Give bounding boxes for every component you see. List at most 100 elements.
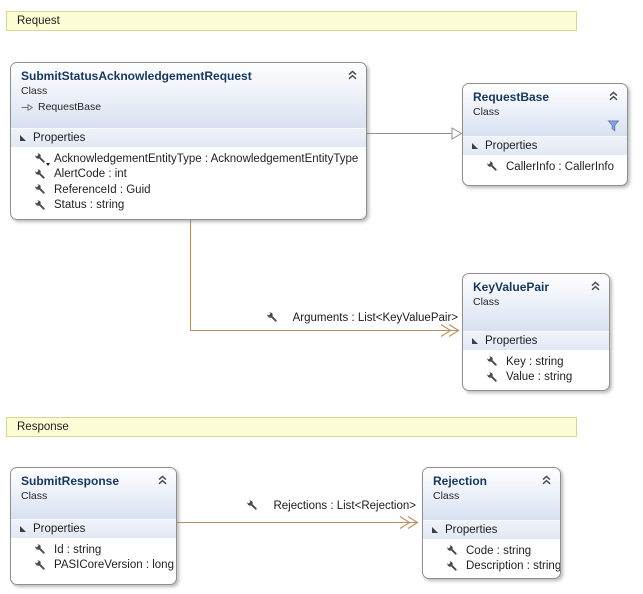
- collapse-chevron-icon[interactable]: [157, 475, 168, 485]
- section-label: Properties: [485, 335, 538, 347]
- class-box-submit-status-acknowledgement-request[interactable]: SubmitStatusAcknowledgementRequest Class…: [10, 62, 367, 220]
- inherits-arrow-icon: [21, 103, 33, 111]
- class-title: SubmitStatusAcknowledgementRequest: [21, 69, 252, 83]
- association-arrowhead-icon: [448, 324, 460, 337]
- class-stereotype: Class: [473, 106, 500, 118]
- association-arrowhead-icon: [399, 516, 411, 529]
- association-arrowhead-icon: [440, 324, 452, 337]
- collapse-chevron-icon[interactable]: [541, 475, 552, 485]
- wrench-icon: [34, 198, 47, 212]
- collapse-chevron-icon[interactable]: [590, 281, 601, 291]
- wrench-icon: [34, 543, 47, 556]
- property-member[interactable]: ReferenceId : Guid: [11, 182, 366, 198]
- filter-icon[interactable]: [607, 120, 620, 132]
- property-member[interactable]: Id : string: [11, 542, 176, 558]
- association-label-rejections[interactable]: Rejections : List<Rejection>: [246, 499, 416, 512]
- expander-icon: [20, 135, 26, 141]
- class-stereotype: Class: [473, 296, 500, 308]
- association-arrowhead-icon: [407, 516, 419, 529]
- inheritance-connector[interactable]: [367, 127, 463, 140]
- property-text: AcknowledgementEntityType : Acknowledgem…: [54, 152, 359, 165]
- property-member[interactable]: PASICoreVersion : long: [11, 558, 176, 574]
- class-title: SubmitResponse: [21, 474, 120, 488]
- members-list: CallerInfo : CallerInfo: [463, 155, 627, 175]
- request-section-banner[interactable]: Request: [6, 11, 577, 31]
- wrench-icon: [486, 370, 499, 384]
- response-section-label: Response: [17, 421, 69, 433]
- section-label: Properties: [33, 132, 86, 144]
- request-section-label: Request: [17, 15, 60, 27]
- property-member[interactable]: Description : string: [423, 559, 560, 575]
- class-box-rejection[interactable]: Rejection Class Properties Code : string…: [422, 467, 561, 579]
- property-text: Status : string: [54, 199, 125, 212]
- association-label-text: Rejections : List<Rejection>: [273, 499, 416, 512]
- property-member[interactable]: Code : string: [423, 543, 560, 559]
- wrench-icon: [486, 355, 499, 368]
- section-label: Properties: [445, 524, 498, 536]
- association-rejections-connector[interactable]: [176, 516, 419, 529]
- property-member[interactable]: AcknowledgementEntityType : Acknowledgem…: [11, 151, 366, 167]
- property-text: Id : string: [54, 543, 102, 556]
- members-list: Code : string Description : string: [423, 539, 560, 574]
- class-header[interactable]: Rejection Class: [423, 468, 560, 520]
- wrench-icon: [34, 167, 47, 181]
- class-stereotype: Class: [21, 490, 48, 502]
- class-title: Rejection: [433, 474, 488, 488]
- wrench-icon: [446, 544, 459, 557]
- class-box-submit-response[interactable]: SubmitResponse Class Properties Id : str…: [10, 467, 177, 585]
- members-list: AcknowledgementEntityType : Acknowledgem…: [11, 147, 366, 213]
- class-header[interactable]: SubmitStatusAcknowledgementRequest Class…: [11, 63, 366, 128]
- expander-icon: [472, 143, 478, 149]
- class-header[interactable]: KeyValuePair Class: [463, 274, 609, 331]
- property-text: Description : string: [466, 560, 561, 573]
- inheritance-arrowhead-icon: [451, 127, 463, 140]
- wrench-icon: [34, 152, 50, 167]
- association-label-text: Arguments : List<KeyValuePair>: [292, 311, 458, 324]
- class-title: RequestBase: [473, 90, 550, 104]
- response-section-banner[interactable]: Response: [6, 417, 577, 437]
- members-list: Key : string Value : string: [463, 350, 609, 385]
- wrench-icon: [34, 183, 47, 196]
- section-label: Properties: [33, 523, 86, 535]
- class-title: KeyValuePair: [473, 280, 550, 294]
- property-text: AlertCode : int: [54, 168, 127, 181]
- collapse-chevron-icon[interactable]: [608, 91, 619, 101]
- properties-section-header[interactable]: Properties: [463, 331, 609, 350]
- properties-section-header[interactable]: Properties: [423, 520, 560, 539]
- base-type-row[interactable]: RequestBase: [21, 101, 358, 113]
- base-type-label: RequestBase: [38, 101, 102, 113]
- property-member[interactable]: Key : string: [463, 354, 609, 370]
- collapse-chevron-icon[interactable]: [347, 70, 358, 80]
- class-stereotype: Class: [21, 85, 48, 97]
- wrench-icon: [265, 311, 279, 324]
- class-box-key-value-pair[interactable]: KeyValuePair Class Properties Key : stri…: [462, 273, 610, 391]
- class-header[interactable]: RequestBase Class: [463, 84, 627, 136]
- wrench-icon: [446, 559, 459, 573]
- properties-section-header[interactable]: Properties: [11, 128, 366, 147]
- property-text: CallerInfo : CallerInfo: [506, 160, 615, 173]
- section-label: Properties: [485, 140, 538, 152]
- property-member[interactable]: CallerInfo : CallerInfo: [463, 159, 627, 175]
- wrench-icon: [34, 558, 47, 572]
- class-box-request-base[interactable]: RequestBase Class Properties CallerInfo …: [462, 83, 628, 186]
- modifier-arrow-icon: [46, 163, 50, 167]
- property-text: Key : string: [506, 355, 564, 368]
- expander-icon: [432, 527, 438, 533]
- properties-section-header[interactable]: Properties: [463, 136, 627, 155]
- members-list: Id : string PASICoreVersion : long: [11, 538, 176, 573]
- property-member[interactable]: Value : string: [463, 370, 609, 386]
- expander-icon: [20, 526, 26, 532]
- association-label-arguments[interactable]: Arguments : List<KeyValuePair>: [265, 311, 458, 324]
- wrench-icon: [246, 499, 259, 512]
- properties-section-header[interactable]: Properties: [11, 519, 176, 538]
- class-stereotype: Class: [433, 490, 460, 502]
- property-member[interactable]: Status : string: [11, 198, 366, 214]
- class-header[interactable]: SubmitResponse Class: [11, 468, 176, 519]
- expander-icon: [472, 338, 478, 344]
- property-text: Value : string: [506, 371, 573, 384]
- property-text: ReferenceId : Guid: [54, 183, 151, 196]
- property-text: Code : string: [466, 544, 532, 557]
- property-member[interactable]: AlertCode : int: [11, 167, 366, 183]
- wrench-icon: [486, 160, 499, 173]
